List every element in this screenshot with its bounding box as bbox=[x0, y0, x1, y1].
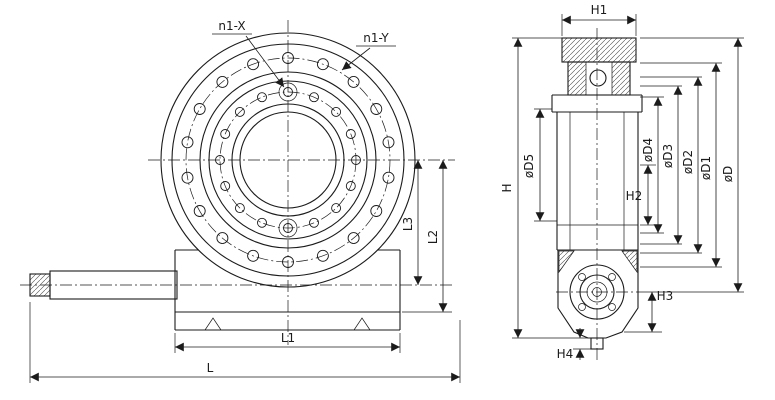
bolt-hole bbox=[331, 203, 342, 214]
bottom-fitting bbox=[590, 337, 604, 350]
dim-H3: H3 bbox=[624, 289, 674, 333]
dim-D3: øD3 bbox=[661, 86, 683, 244]
label-L: L bbox=[207, 361, 214, 375]
bearing-rings bbox=[160, 32, 416, 288]
bolt-hole bbox=[193, 103, 206, 115]
label-H3: H3 bbox=[657, 289, 674, 303]
label-L3: L3 bbox=[401, 217, 415, 231]
bolt-hole bbox=[283, 87, 293, 97]
label-D: øD bbox=[721, 166, 735, 183]
side-view: H1 H øD5 bbox=[500, 3, 744, 362]
front-view: n1-X n1-Y L1 L L3 bbox=[20, 19, 461, 383]
bolt-hole bbox=[309, 92, 319, 103]
dim-H: H bbox=[500, 37, 589, 339]
dim-H2: H2 bbox=[626, 165, 653, 225]
bolt-hole bbox=[215, 155, 225, 165]
dim-L: L bbox=[29, 302, 461, 383]
worm-housing-section bbox=[556, 250, 640, 350]
bolt-hole bbox=[347, 75, 360, 88]
bolt-hole bbox=[220, 181, 231, 191]
bolt-hole bbox=[234, 203, 245, 214]
bolt-hole bbox=[193, 205, 206, 217]
bolt-hole bbox=[345, 181, 356, 191]
bolt-hole bbox=[331, 106, 342, 117]
bolt-hole bbox=[370, 103, 383, 115]
dim-D4: øD4 bbox=[641, 97, 663, 233]
bolt-hole bbox=[282, 52, 294, 64]
bolt-hole bbox=[382, 171, 395, 184]
bolt-hole bbox=[309, 217, 319, 228]
dim-D5: øD5 bbox=[522, 108, 557, 222]
diameter-extension-lines bbox=[640, 37, 744, 293]
label-D3: øD3 bbox=[661, 144, 675, 168]
label-H1: H1 bbox=[591, 3, 608, 17]
bolt-hole bbox=[220, 129, 231, 139]
bolt-hole bbox=[216, 232, 229, 245]
bolt-hole bbox=[257, 92, 267, 103]
bolt-hole bbox=[345, 129, 356, 139]
bolt-hole bbox=[351, 155, 361, 165]
bolt-hole bbox=[370, 205, 383, 217]
label-D5: øD5 bbox=[522, 154, 536, 178]
bolt-hole bbox=[247, 58, 260, 71]
label-H2: H2 bbox=[626, 189, 643, 203]
label-D1: øD1 bbox=[699, 156, 713, 180]
callout-n1y: n1-Y bbox=[341, 31, 396, 71]
bolt-hole bbox=[283, 223, 293, 233]
bolt-hole bbox=[316, 249, 329, 262]
dim-L2: L2 bbox=[402, 160, 452, 313]
bearing-ball bbox=[589, 69, 607, 87]
bolt-hole bbox=[216, 75, 229, 88]
dim-H1: H1 bbox=[561, 3, 637, 36]
housing-base bbox=[174, 249, 401, 331]
dim-H4: H4 bbox=[557, 328, 591, 361]
bolt-hole bbox=[382, 136, 395, 149]
dim-D1: øD1 bbox=[699, 63, 721, 267]
gear-body-section bbox=[551, 94, 643, 251]
label-n1x: n1-X bbox=[218, 19, 245, 33]
bolt-hole bbox=[347, 232, 360, 245]
bolt-hole bbox=[234, 106, 245, 117]
label-n1y: n1-Y bbox=[363, 31, 389, 45]
dim-D2: øD2 bbox=[681, 77, 703, 253]
bolt-hole bbox=[181, 136, 194, 149]
dim-D: øD bbox=[721, 38, 743, 292]
label-H4: H4 bbox=[557, 347, 574, 361]
label-L1: L1 bbox=[281, 331, 295, 345]
label-D2: øD2 bbox=[681, 150, 695, 174]
front-centerlines bbox=[20, 20, 455, 345]
bolt-hole bbox=[181, 171, 194, 184]
bolt-hole bbox=[316, 58, 329, 71]
inner-bolt-holes bbox=[215, 87, 361, 233]
dim-L3: L3 bbox=[401, 160, 423, 285]
top-cover-section bbox=[561, 37, 637, 96]
outer-bolt-holes bbox=[181, 52, 395, 268]
dim-L1: L1 bbox=[174, 331, 401, 353]
bolt-hole bbox=[282, 256, 294, 268]
label-D4: øD4 bbox=[641, 138, 655, 162]
worm-shaft bbox=[29, 270, 178, 300]
label-H: H bbox=[500, 183, 514, 192]
bolt-hole bbox=[247, 249, 260, 262]
bolt-hole bbox=[257, 217, 267, 228]
callout-n1x: n1-X bbox=[212, 19, 285, 88]
label-L2: L2 bbox=[426, 230, 440, 244]
